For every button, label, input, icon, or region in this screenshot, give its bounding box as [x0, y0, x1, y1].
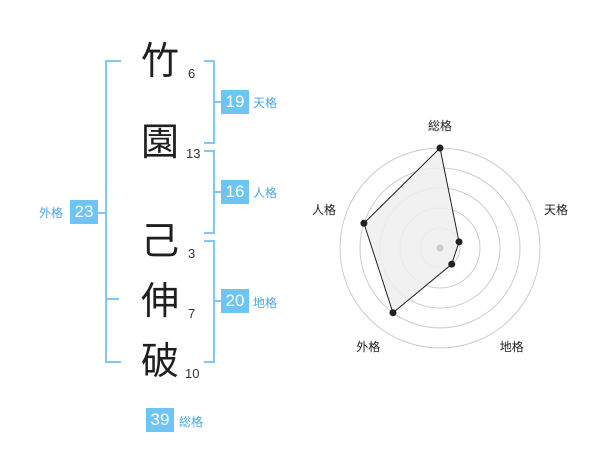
radar-point-2 — [448, 260, 456, 268]
name-char-2: 園 — [141, 120, 180, 164]
soukaku-value: 39 — [146, 408, 174, 432]
stroke-count-4: 7 — [188, 306, 196, 321]
chikaku-bracket — [204, 240, 215, 363]
radar-point-4 — [360, 219, 368, 227]
tenkaku-label: 天格 — [253, 96, 278, 110]
radar-axis-label-4: 人格 — [311, 203, 336, 218]
jinkaku-label: 人格 — [253, 186, 278, 200]
radar-center-dot — [436, 244, 444, 252]
radar-axis-label-0: 総格 — [427, 119, 453, 133]
stroke-count-2: 13 — [186, 146, 201, 161]
stroke-count-3: 3 — [188, 246, 196, 261]
tenkaku-value: 19 — [221, 90, 249, 114]
radar-point-0 — [436, 144, 444, 152]
jinkaku-connector — [215, 191, 221, 193]
jinkaku-value: 16 — [221, 180, 249, 204]
jinkaku-bracket — [204, 150, 215, 234]
radar-axis-label-2: 地格 — [499, 339, 524, 354]
radar-point-3 — [389, 309, 397, 317]
gaikaku-value: 23 — [70, 200, 98, 224]
radar-axis-label-1: 天格 — [544, 203, 569, 218]
radar-point-1 — [455, 238, 463, 246]
name-char-4: 伸 — [141, 279, 180, 323]
gaikaku-connector — [97, 212, 105, 214]
gaikaku-divider — [105, 298, 119, 300]
name-char-1: 竹 — [141, 39, 180, 83]
stroke-count-1: 6 — [188, 66, 196, 81]
gaikaku-label: 外格 — [39, 206, 64, 220]
soukaku-label: 総格 — [179, 415, 204, 429]
stroke-count-5: 10 — [185, 366, 200, 381]
radar-area — [363, 146, 460, 314]
name-char-5: 破 — [141, 339, 180, 383]
chikaku-label: 地格 — [253, 296, 278, 310]
name-char-3: 己 — [141, 219, 180, 263]
tenkaku-connector — [215, 101, 221, 103]
chikaku-connector — [215, 300, 221, 302]
gaikaku-bracket — [105, 60, 121, 363]
tenkaku-bracket — [204, 60, 215, 144]
radar-axis-label-3: 外格 — [356, 339, 381, 354]
chikaku-value: 20 — [221, 289, 249, 313]
